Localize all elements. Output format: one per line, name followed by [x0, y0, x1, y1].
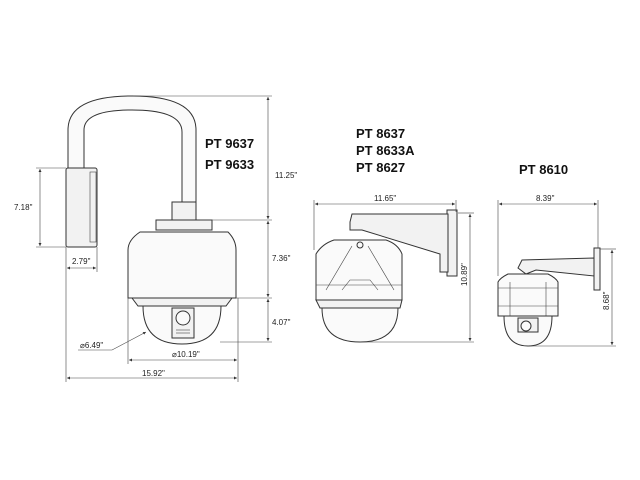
wall-mount-camera-drawing	[315, 209, 458, 343]
mount-height-label: 7.18"	[14, 203, 33, 212]
pendant-camera-dimension-lines	[36, 95, 272, 382]
model-label: PT 9633	[205, 157, 254, 172]
height-label: 8.68"	[602, 291, 611, 310]
total-width-label: 15.92"	[142, 369, 165, 378]
compact-camera-dimension-lines	[497, 200, 616, 347]
housing-diameter-label: ⌀10.19"	[172, 350, 200, 359]
height-label: 10.89"	[460, 263, 469, 286]
mount-depth-label: 2.79"	[72, 257, 91, 266]
compact-camera-drawing	[497, 247, 601, 347]
pendant-camera-drawing	[65, 95, 237, 345]
model-label: PT 8633A	[356, 143, 415, 158]
width-label: 8.39"	[536, 194, 555, 203]
width-label: 11.65"	[374, 194, 396, 203]
model-label: PT 8637	[356, 126, 405, 141]
dome-height-label: 4.07"	[272, 318, 291, 327]
model-label: PT 8610	[519, 162, 568, 177]
wall-mount-camera-dimension-lines	[313, 200, 474, 343]
model-label: PT 9637	[205, 136, 254, 151]
dome-diameter-label: ⌀6.49"	[80, 341, 103, 350]
total-height-label: 11.25"	[275, 171, 297, 180]
model-label: PT 8627	[356, 160, 405, 175]
housing-height-label: 7.36"	[272, 254, 291, 263]
